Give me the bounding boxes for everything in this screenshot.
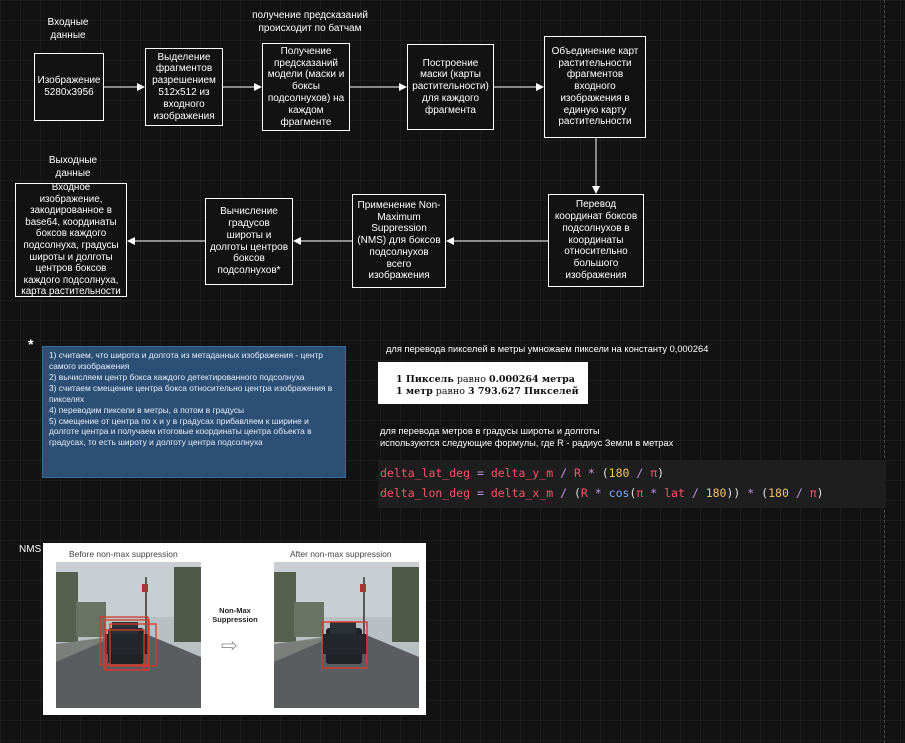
canvas-divider-vertical [884,0,885,743]
note-item: 5) смещение от центра по x и y в градуса… [49,415,312,448]
formula-code-block[interactable]: delta_lat_deg = delta_y_m / R * (180 / π… [378,460,886,508]
note-item: 4) переводим пиксели в метры, а потом в … [49,404,245,415]
notes-star: * [28,336,34,352]
box-transform-text: Перевод координат боксов подсолнухов в к… [554,199,638,281]
degrees-note-line-2: используются следующие формулы, где R - … [380,437,674,448]
nms-after-caption: After non-max suppression [290,549,392,559]
box-output-text: Входное изображение, закодированное в ba… [21,182,121,298]
note-item: 1) считаем, что широта и долгота из мета… [49,350,323,371]
box-fragments-text: Выделение фрагментов разрешением 512x512… [152,51,216,122]
input-data-label: Входные данные [47,17,89,41]
box-nms-text: Применение Non-Maximum Suppression (NMS)… [357,199,441,282]
box-mask-text: Построение маски (карты растительности) … [412,57,489,116]
nms-section-title: NMS [19,544,42,555]
pixels-note: для перевода пикселей в метры умножаем п… [386,344,709,354]
formula-lon: delta_lon_deg = delta_x_m / (R * cos(π *… [380,486,824,500]
box-gps[interactable]: Вычисление градусов широты и долготы цен… [205,198,293,285]
output-data-label: Выходные данные [48,155,98,179]
nms-illustration[interactable]: Before non-max suppression After non-max… [43,543,426,715]
box-transform[interactable]: Перевод координат боксов подсолнухов в к… [548,194,644,287]
box-input-image-text: Изображение 5280x3956 [37,75,101,98]
box-merge[interactable]: Объединение карт растительности фрагмент… [544,36,646,138]
box-output[interactable]: Входное изображение, закодированное в ba… [15,182,127,298]
degrees-note-line-1: для перевода метров в градусы широты и д… [380,426,600,436]
box-fragments[interactable]: Выделение фрагментов разрешением 512x512… [145,48,223,126]
note-item: 2) вычисляем центр бокса каждого детекти… [49,371,305,382]
formula-lat: delta_lat_deg = delta_y_m / R * (180 / π… [380,466,665,480]
box-mask[interactable]: Построение маски (карты растительности) … [407,44,494,130]
degrees-note: для перевода метров в градусы широты и д… [380,426,673,449]
box-input-image[interactable]: Изображение 5280x3956 [34,53,104,121]
box-predictions-text: Получение предсказаний модели (маски и б… [267,45,345,128]
nms-arrow-icon: ⇨ [221,635,238,657]
box-merge-text: Объединение карт растительности фрагмент… [551,45,639,128]
notes-panel[interactable]: 1) считаем, что широта и долгота из мета… [42,346,346,478]
nms-before-photo [56,562,201,708]
box-nms[interactable]: Применение Non-Maximum Suppression (NMS)… [352,194,446,288]
box-gps-text: Вычисление градусов широты и долготы цен… [209,206,289,277]
nms-middle-label: Non-Max Suppression [212,606,258,624]
box-predictions[interactable]: Получение предсказаний модели (маски и б… [262,43,350,131]
conversion-line-2: 1 метр равно 3 793.627 Пикселей [396,386,579,398]
batch-note-label: получение предсказаний происходит по бат… [252,10,368,34]
flow-arrows [104,83,600,245]
note-item: 3) считаем смещение центра бокса относит… [49,382,333,404]
conversion-line-1: 1 Пиксель равно 0.000264 метра [396,374,575,385]
conversion-card: 1 Пиксель равно 0.000264 метра 1 метр ра… [378,362,588,404]
nms-before-caption: Before non-max suppression [69,549,178,559]
nms-after-photo [274,562,419,708]
